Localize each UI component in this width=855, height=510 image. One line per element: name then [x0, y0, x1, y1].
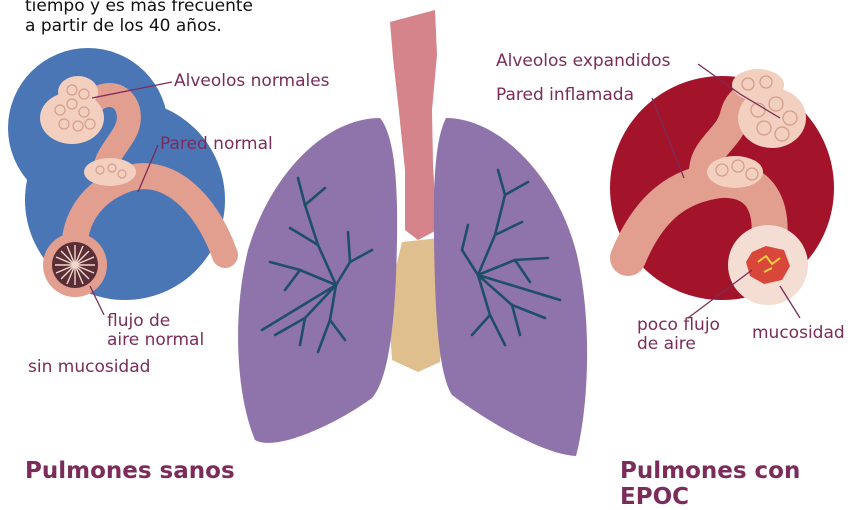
label-inflamed-wall: Pared inflamada [496, 85, 634, 105]
label-low-airflow: poco flujo de aire [637, 315, 720, 354]
label-normal-airflow: flujo de aire normal [107, 311, 205, 350]
label-expanded-alveoli: Alveolos expandidos [496, 51, 671, 71]
label-normal-alveoli: Alveolos normales [174, 71, 330, 91]
healthy-lungs-title: Pulmones sanos [25, 458, 235, 484]
label-no-mucus: sin mucosidad [28, 357, 151, 377]
left-bronchi [260, 176, 374, 354]
copd-airway-closeup [610, 63, 834, 319]
intro-text: tiempo y es más frecuente a partir de lo… [25, 0, 253, 36]
left-lung [238, 118, 398, 443]
label-mucus: mucosidad [752, 323, 845, 343]
copd-lungs-title: Pulmones con EPOC [620, 458, 801, 510]
center-lungs [238, 10, 588, 456]
label-normal-wall: Pared normal [160, 134, 273, 154]
mediastinum-tissue [388, 238, 445, 372]
healthy-airway-closeup [8, 48, 238, 316]
right-bronchi [460, 168, 562, 347]
healthy-alveoli [40, 76, 136, 186]
right-lung [433, 118, 588, 456]
mucus-spot [746, 246, 790, 284]
healthy-leader-lines [89, 81, 173, 316]
trachea [390, 10, 437, 240]
copd-leader-lines [651, 63, 801, 319]
